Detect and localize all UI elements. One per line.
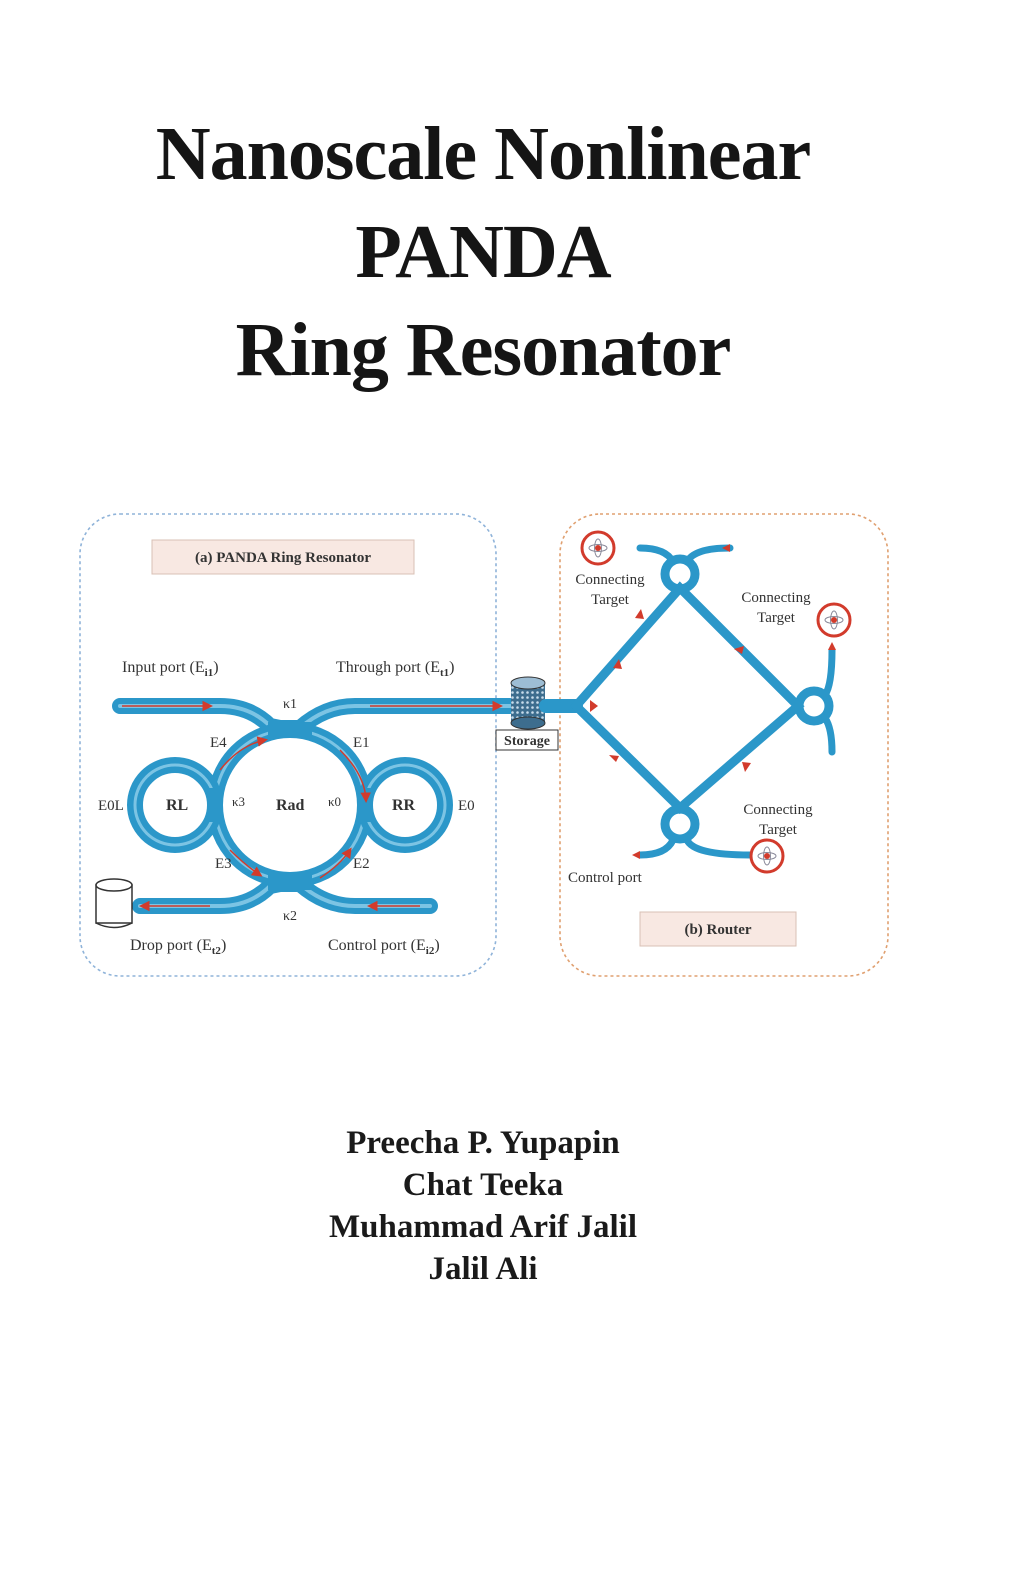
kappa1-label: κ1: [283, 697, 297, 712]
title-line-1: Nanoscale Nonlinear: [155, 112, 811, 196]
connecting-target-label-1b: Target: [591, 592, 630, 608]
author-name: Preecha P. Yupapin: [346, 1125, 620, 1161]
author-name: Chat Teeka: [402, 1167, 564, 1203]
e2-label: E2: [353, 856, 370, 872]
storage-drum: [495, 676, 559, 751]
drop-port-label: Drop port (Et2): [130, 937, 226, 957]
target-icon: [580, 530, 616, 566]
coupler-kappa1: [268, 722, 312, 738]
kappa3-label: κ3: [232, 794, 245, 809]
kappa0-label: κ0: [328, 794, 341, 809]
title-line-3: Ring Resonator: [235, 308, 732, 392]
drop-drum: [95, 878, 133, 929]
panel-b-label: (b) Router: [684, 922, 751, 938]
title-line-2: PANDA: [355, 210, 611, 294]
rad-label: Rad: [276, 797, 305, 814]
e3-label: E3: [215, 856, 232, 872]
cover-figure: (a) PANDA Ring Resonator (b) Router Inpu…: [70, 500, 900, 990]
e1-label: E1: [353, 735, 370, 751]
author-list: Preecha P. Yupapin Chat Teeka Muhammad A…: [0, 1122, 966, 1290]
control-port-b-label: Control port: [568, 870, 643, 886]
coupler-kappa2: [268, 874, 312, 890]
through-port-label: Through port (Et1): [336, 659, 454, 679]
panel-a-label: (a) PANDA Ring Resonator: [195, 550, 371, 566]
kappa2-label: κ2: [283, 909, 297, 924]
router-waveguides: [539, 544, 836, 859]
e0l-label: E0L: [98, 798, 124, 814]
target-icon: [816, 602, 852, 638]
target-icon: [749, 838, 785, 874]
e0-label: E0: [458, 798, 475, 814]
panel-a-label-box: [151, 539, 415, 575]
input-port-label: Input port (Ei1): [122, 659, 219, 679]
storage-label: Storage: [504, 734, 550, 749]
connecting-target-label-1: Connecting: [575, 572, 645, 588]
connecting-target-label-2: Connecting: [741, 590, 811, 606]
rl-label: RL: [166, 797, 188, 814]
coupler-kappa3: [207, 788, 221, 822]
router-arrows: [590, 544, 836, 859]
author-name: Muhammad Arif Jalil: [328, 1209, 637, 1245]
author-name: Jalil Ali: [428, 1251, 538, 1287]
connecting-target-label-3b: Target: [759, 822, 798, 838]
connecting-target-label-3: Connecting: [743, 802, 813, 818]
signal-arrows: [122, 700, 503, 912]
book-title: Nanoscale Nonlinear PANDA Ring Resonator: [0, 105, 966, 399]
e4-label: E4: [210, 735, 227, 751]
panel-b-label-box: [639, 911, 797, 947]
rr-label: RR: [392, 797, 416, 814]
panda-router-diagram: (a) PANDA Ring Resonator (b) Router Inpu…: [79, 513, 889, 977]
control-port-a-label: Control port (Ei2): [328, 937, 440, 957]
connecting-target-label-2b: Target: [757, 610, 796, 626]
